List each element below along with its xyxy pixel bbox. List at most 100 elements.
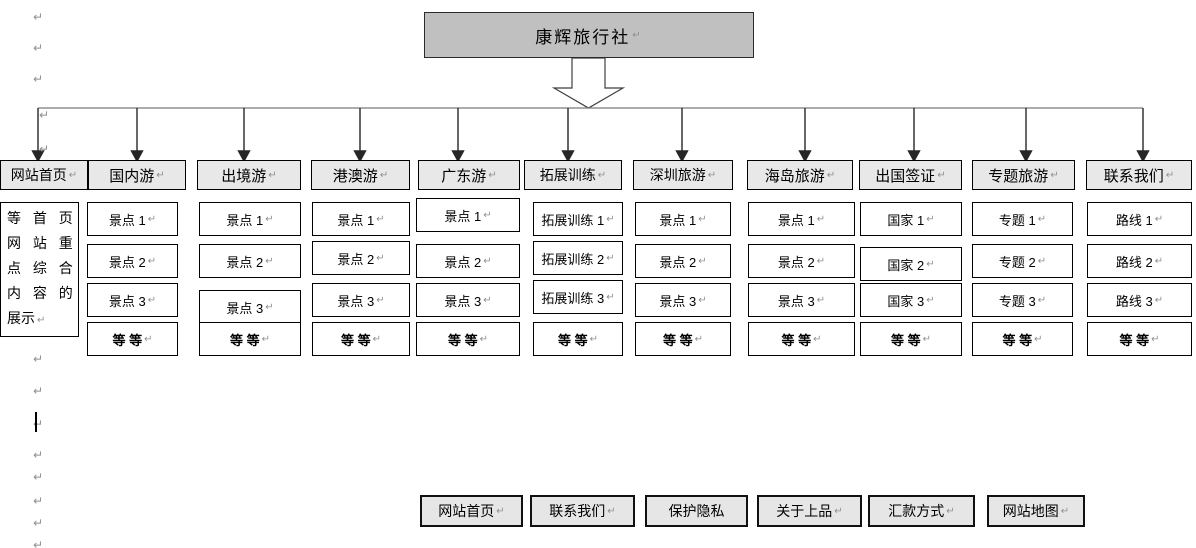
footer-about[interactable]: 关于上品↵ — [757, 495, 862, 527]
node-training-2[interactable]: 拓展训练 2↵ — [533, 241, 623, 275]
pilcrow-mark: ↵ — [37, 315, 46, 326]
node-route-3[interactable]: 路线 3↵ — [1087, 283, 1192, 317]
pilcrow-mark: ↵ — [156, 169, 165, 181]
home-description-box[interactable]: 等 首 页 网 站 重 点 综 合 内 容 的 展示↵ — [0, 202, 79, 337]
pilcrow-mark: ↵ — [147, 255, 157, 267]
pilcrow-mark: ↵ — [606, 291, 615, 303]
pilcrow-mark: ↵ — [698, 255, 707, 267]
pilcrow-mark: ↵ — [1037, 294, 1047, 306]
pilcrow-mark: ↵ — [1154, 213, 1164, 225]
pilcrow-mark: ↵ — [694, 333, 703, 345]
paragraph-mark: ↵ — [33, 384, 44, 398]
header-shenzhen-tour[interactable]: 深圳旅游↵ — [633, 160, 733, 190]
footer-contact[interactable]: 联系我们↵ — [530, 495, 635, 527]
footer-home[interactable]: 网站首页↵ — [420, 495, 523, 527]
paragraph-mark: ↵ — [33, 494, 44, 508]
node-visa-country-2[interactable]: 国家 2↵ — [860, 247, 962, 281]
header-guangdong-tour[interactable]: 广东游↵ — [418, 160, 520, 190]
pilcrow-mark: ↵ — [1034, 333, 1043, 345]
node-visa-country-3[interactable]: 国家 3↵ — [860, 283, 962, 317]
footer-payment[interactable]: 汇款方式↵ — [868, 495, 975, 527]
node-guangdong-spot-3[interactable]: 景点 3↵ — [416, 283, 520, 317]
node-hkmacau-etc[interactable]: 等 等↵ — [312, 322, 410, 356]
node-label: 景点 1 — [777, 212, 815, 228]
node-domestic-spot-3[interactable]: 景点 3↵ — [87, 283, 178, 317]
node-label: 等 等 — [662, 332, 693, 348]
node-shenzhen-spot-3[interactable]: 景点 3↵ — [635, 283, 731, 317]
node-shenzhen-etc[interactable]: 等 等↵ — [635, 322, 731, 356]
pilcrow-mark: ↵ — [834, 505, 843, 517]
description-line: 内 容 的 — [7, 285, 73, 301]
node-island-etc[interactable]: 等 等↵ — [748, 322, 855, 356]
node-label: 等 等 — [112, 332, 143, 348]
description-line: 网 站 重 — [7, 235, 73, 251]
node-shenzhen-spot-2[interactable]: 景点 2↵ — [635, 244, 731, 278]
node-label: 景点 3 — [444, 293, 482, 309]
node-island-spot-1[interactable]: 景点 1↵ — [748, 202, 855, 236]
node-guangdong-spot-2[interactable]: 景点 2↵ — [416, 244, 520, 278]
node-hkmacau-spot-3[interactable]: 景点 3↵ — [312, 283, 410, 317]
pilcrow-mark: ↵ — [813, 333, 822, 345]
node-label: 景点 2 — [444, 254, 482, 270]
node-island-spot-3[interactable]: 景点 3↵ — [748, 283, 855, 317]
node-hkmacau-spot-1[interactable]: 景点 1↵ — [312, 202, 410, 236]
node-domestic-etc[interactable]: 等 等↵ — [87, 322, 178, 356]
node-route-etc[interactable]: 等 等↵ — [1087, 322, 1192, 356]
header-island-tour[interactable]: 海岛旅游↵ — [747, 160, 853, 190]
node-domestic-spot-1[interactable]: 景点 1↵ — [87, 202, 178, 236]
node-label: 等 等 — [447, 332, 478, 348]
node-outbound-etc[interactable]: 等 等↵ — [199, 322, 301, 356]
root-node-travel-agency[interactable]: 康辉旅行社 ↵ — [424, 12, 754, 58]
header-outdoor-training[interactable]: 拓展训练↵ — [524, 160, 622, 190]
footer-privacy[interactable]: 保护隐私 — [645, 495, 748, 527]
header-special-topic-tour[interactable]: 专题旅游↵ — [972, 160, 1075, 190]
node-topic-3[interactable]: 专题 3↵ — [972, 283, 1073, 317]
node-visa-etc[interactable]: 等 等↵ — [860, 322, 962, 356]
node-island-spot-2[interactable]: 景点 2↵ — [748, 244, 855, 278]
header-label: 深圳旅游 — [649, 167, 706, 183]
node-guangdong-spot-1[interactable]: 景点 1↵ — [416, 198, 520, 232]
node-domestic-spot-2[interactable]: 景点 2↵ — [87, 244, 178, 278]
header-site-home[interactable]: 网站首页↵ — [0, 160, 88, 190]
node-label: 景点 2 — [226, 254, 264, 270]
pilcrow-mark: ↵ — [265, 255, 274, 267]
header-domestic-tour[interactable]: 国内游↵ — [88, 160, 186, 190]
paragraph-mark: ↵ — [33, 41, 44, 55]
paragraph-mark: ↵ — [33, 417, 44, 431]
node-label: 专题 3 — [998, 293, 1036, 309]
pilcrow-mark: ↵ — [698, 213, 707, 225]
node-label: 景点 1 — [226, 212, 264, 228]
node-outbound-spot-2[interactable]: 景点 2↵ — [199, 244, 301, 278]
pilcrow-mark: ↵ — [707, 169, 717, 181]
header-hk-macau-tour[interactable]: 港澳游↵ — [311, 160, 410, 190]
node-outbound-spot-3[interactable]: 景点 3↵ — [199, 290, 301, 324]
node-guangdong-etc[interactable]: 等 等↵ — [416, 322, 520, 356]
footer-label: 汇款方式 — [888, 503, 945, 519]
node-route-1[interactable]: 路线 1↵ — [1087, 202, 1192, 236]
node-training-1[interactable]: 拓展训练 1↵ — [533, 202, 623, 236]
node-outbound-spot-1[interactable]: 景点 1↵ — [199, 202, 301, 236]
pilcrow-mark: ↵ — [1154, 294, 1164, 306]
footer-label: 保护隐私 — [668, 503, 725, 519]
footer-sitemap[interactable]: 网站地图↵ — [987, 495, 1085, 527]
node-hkmacau-spot-2[interactable]: 景点 2↵ — [312, 241, 410, 275]
pilcrow-mark: ↵ — [483, 294, 492, 306]
node-training-3[interactable]: 拓展训练 3↵ — [533, 280, 623, 314]
node-label: 路线 1 — [1115, 212, 1153, 228]
node-training-etc[interactable]: 等 等↵ — [533, 322, 623, 356]
node-visa-country-1[interactable]: 国家 1↵ — [860, 202, 962, 236]
pilcrow-mark: ↵ — [144, 333, 153, 345]
pilcrow-mark: ↵ — [607, 505, 616, 517]
header-outbound-tour[interactable]: 出境游↵ — [197, 160, 301, 190]
node-label: 等 等 — [557, 332, 588, 348]
node-topic-2[interactable]: 专题 2↵ — [972, 244, 1073, 278]
node-label: 景点 3 — [777, 293, 815, 309]
node-topic-etc[interactable]: 等 等↵ — [972, 322, 1073, 356]
node-label: 拓展训练 3 — [541, 290, 605, 306]
node-topic-1[interactable]: 专题 1↵ — [972, 202, 1073, 236]
header-contact-us[interactable]: 联系我们↵ — [1086, 160, 1192, 190]
node-route-2[interactable]: 路线 2↵ — [1087, 244, 1192, 278]
header-visa[interactable]: 出国签证↵ — [859, 160, 962, 190]
node-shenzhen-spot-1[interactable]: 景点 1↵ — [635, 202, 731, 236]
